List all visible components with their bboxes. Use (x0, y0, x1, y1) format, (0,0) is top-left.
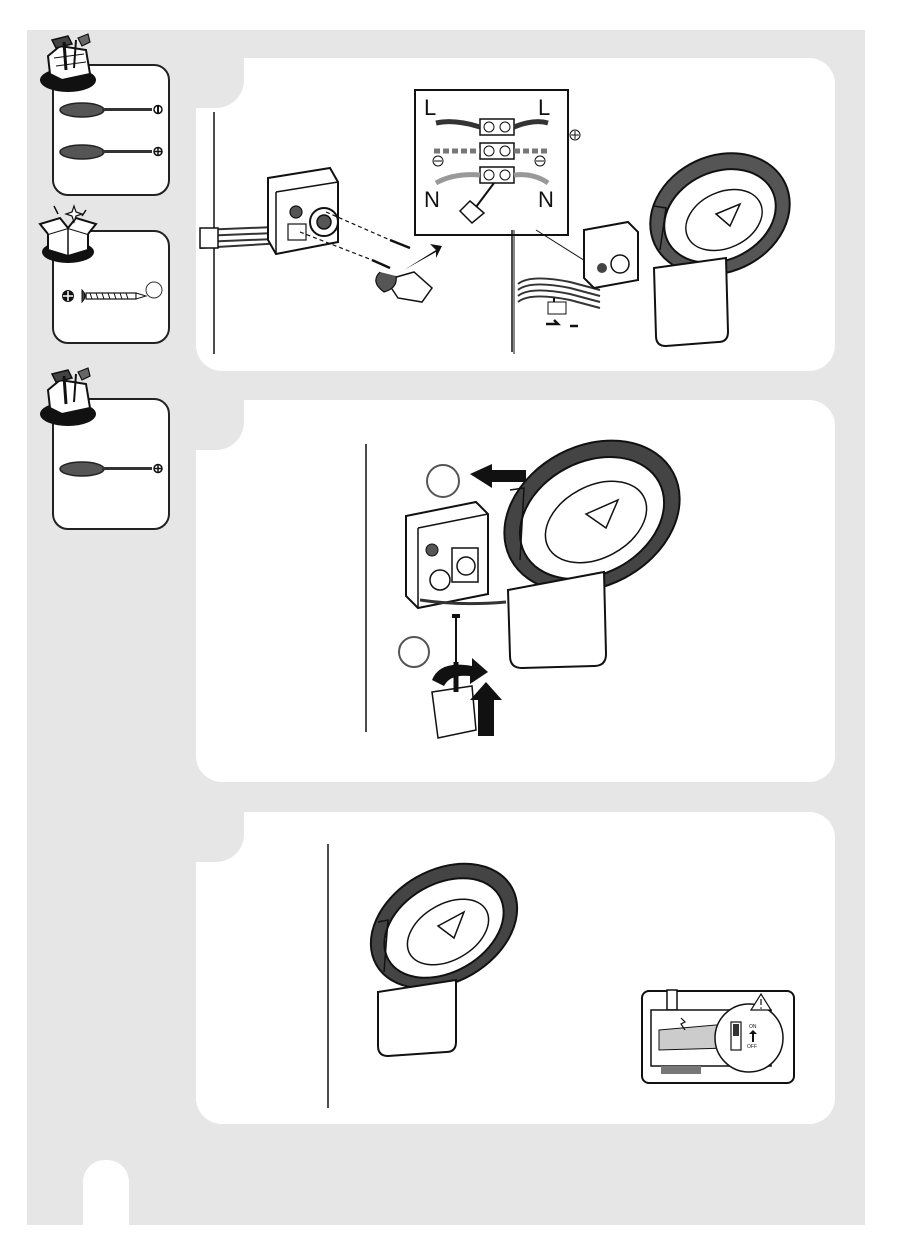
step-a-callout (427, 465, 459, 497)
page-number-tab (83, 1160, 129, 1230)
switch-on-label: ON (749, 1024, 757, 1030)
flathead-screwdriver-icon (60, 103, 162, 117)
lamp-mounting-illustration (360, 430, 700, 760)
phillips-screw-head-icon (62, 290, 74, 302)
live-label-left: L (424, 95, 436, 120)
rotate-arrow-icon (432, 658, 488, 686)
quantity-callout-circle (146, 282, 162, 298)
open-box-icon (40, 204, 104, 264)
live-label-right: L (538, 95, 550, 120)
push-arrow-icon (470, 464, 526, 488)
power-switch-illustration: ON OFF (641, 990, 791, 1080)
installed-lamp-illustration (326, 842, 546, 1122)
neutral-label-left: N (424, 187, 440, 212)
step-b-callout (399, 637, 429, 667)
phillips-screwdriver-icon (60, 145, 162, 159)
lamp-wiring-illustration (510, 140, 830, 390)
toolbox-icon (38, 368, 108, 430)
screw-icon (82, 290, 146, 302)
phillips-screwdriver-icon (60, 462, 162, 476)
toolbox-icon (38, 34, 108, 96)
switch-off-label: OFF (747, 1044, 757, 1050)
